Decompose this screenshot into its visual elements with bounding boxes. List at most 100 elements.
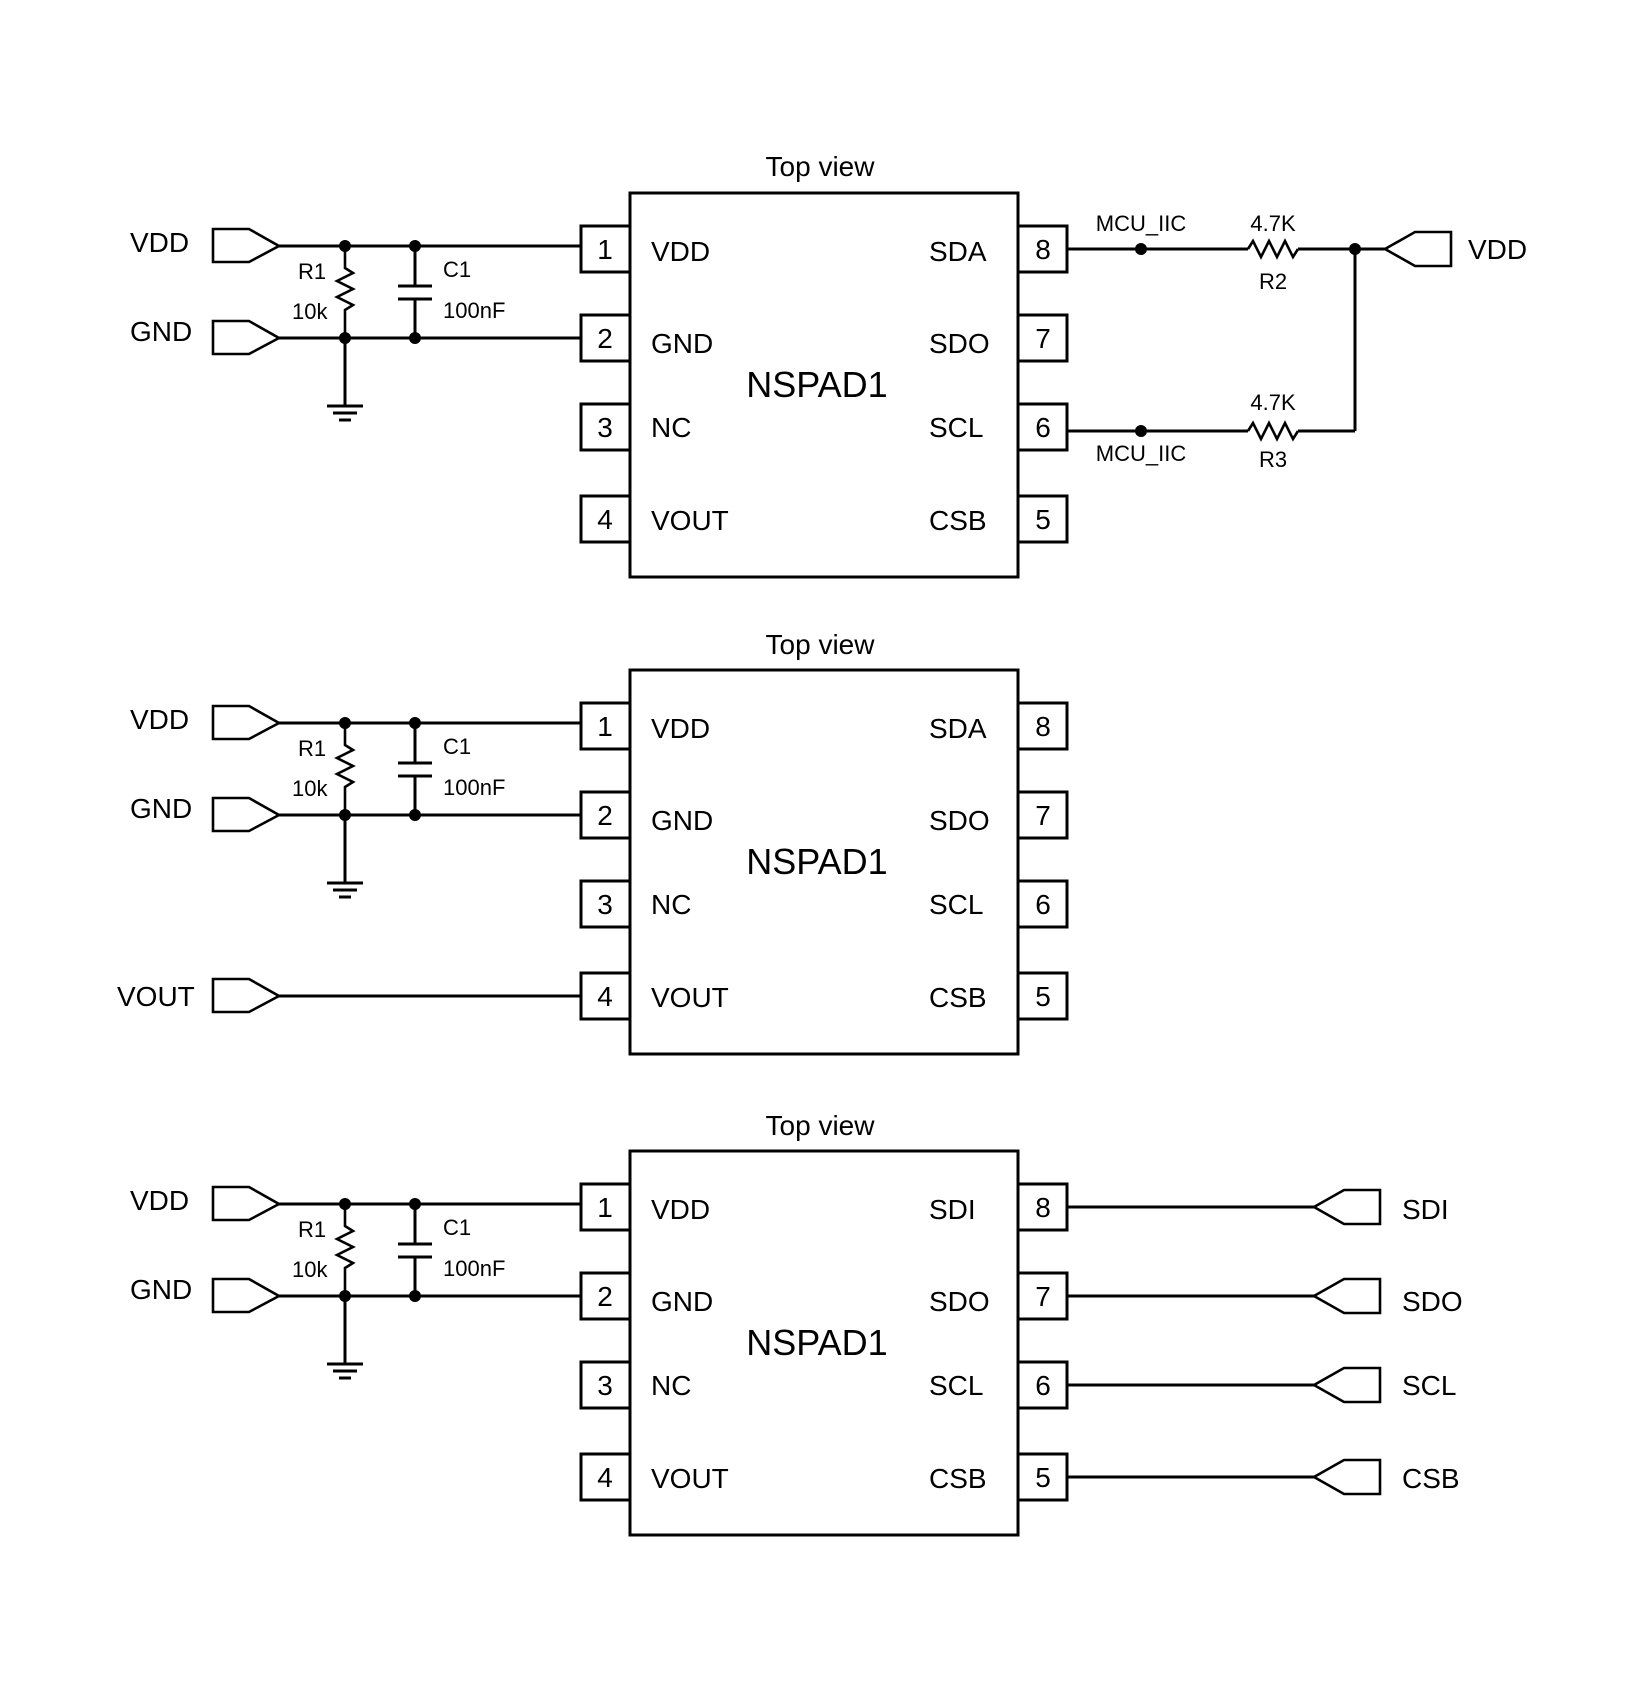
pin-number: 6 [1035,889,1051,920]
pin-number: 5 [1035,1462,1051,1493]
resistor-r3 [1246,420,1300,442]
chip-body [628,191,1020,579]
port-label-vdd: VDD [130,1185,189,1216]
pin-box [1016,1271,1069,1321]
pin-box [579,879,632,929]
pin-name: GND [651,328,713,359]
pin-name: SDO [929,805,990,836]
pin-number: 1 [597,711,613,742]
r1-ref: R1 [298,736,326,761]
pin-box [579,224,632,274]
r2-value: 4.7K [1250,211,1296,236]
c1-ref: C1 [443,1215,471,1240]
pin-name: NC [651,1370,691,1401]
port-sdo [1311,1277,1382,1315]
pin-name: SCL [929,1370,983,1401]
port-sdi [1311,1188,1382,1226]
r1-value: 10k [292,776,328,801]
mcu-label: MCU_IIC [1096,211,1187,236]
pin-number: 2 [597,1281,613,1312]
junction-dot [409,240,421,252]
resistor-r1 [334,1204,356,1296]
pin-name: SDA [929,713,987,744]
pin-name: CSB [929,982,987,1013]
pin-number: 2 [597,323,613,354]
pin-name: GND [651,805,713,836]
pin-box [1016,790,1069,840]
c1-value: 100nF [443,775,505,800]
port-vdd-left [211,1185,282,1222]
r1-ref: R1 [298,1217,326,1242]
pin-name: SDA [929,236,987,267]
junction-dot [339,1290,351,1302]
top-view-label: Top view [766,629,876,660]
c1-value: 100nF [443,1256,505,1281]
pin-number: 7 [1035,1281,1051,1312]
pin-number: 2 [597,800,613,831]
junction-dot [1349,243,1361,255]
top-view-label: Top view [766,151,876,182]
pin-name: GND [651,1286,713,1317]
port-label-csb: CSB [1402,1463,1460,1494]
pin-name: VOUT [651,1463,729,1494]
r3-value: 4.7K [1250,390,1296,415]
pin-box [579,402,632,452]
pin-name: SCL [929,412,983,443]
pin-box [1016,494,1069,544]
pin-number: 4 [597,504,613,535]
circuit-i2c: Top view NSPAD1 1 VDD 2 GND 3 NC 4 VOUT … [130,151,1527,579]
port-vdd-left [211,704,282,741]
c1-ref: C1 [443,257,471,282]
pin-box [579,701,632,751]
port-label-gnd: GND [130,793,192,824]
pin-number: 4 [597,981,613,1012]
port-gnd-left [211,796,282,833]
pin-name: VDD [651,713,710,744]
junction-dot [1135,243,1147,255]
pin-number: 3 [597,889,613,920]
pin-name: SCL [929,889,983,920]
r2-ref: R2 [1259,269,1287,294]
pin-box [579,313,632,363]
top-view-label: Top view [766,1110,876,1141]
junction-dot [409,717,421,729]
pin-name: NC [651,412,691,443]
port-csb [1311,1458,1382,1496]
pin-box [1016,971,1069,1021]
pin-box [579,1360,632,1410]
pin-number: 5 [1035,504,1051,535]
pin-name: VOUT [651,982,729,1013]
pin-number: 6 [1035,412,1051,443]
port-label-gnd: GND [130,1274,192,1305]
pin-name: CSB [929,1463,987,1494]
resistor-r1 [334,246,356,338]
junction-dot [409,1290,421,1302]
port-vdd-left [211,227,282,264]
pin-box [579,494,632,544]
pin-number: 6 [1035,1370,1051,1401]
pin-name: SDO [929,328,990,359]
port-label-scl: SCL [1402,1370,1456,1401]
pin-box [1016,402,1069,452]
port-vdd-right [1382,230,1453,268]
chip-body [628,668,1020,1056]
port-label-vout: VOUT [117,981,195,1012]
mcu-label: MCU_IIC [1096,441,1187,466]
pin-box [1016,313,1069,363]
chip-name: NSPAD1 [746,841,887,882]
junction-dot [339,1198,351,1210]
junction-dot [339,240,351,252]
circuit-spi: Top view NSPAD1 1 VDD 2 GND 3 NC 4 VOUT … [130,1110,1463,1537]
junction-dot [409,809,421,821]
pin-number: 8 [1035,234,1051,265]
junction-dot [409,332,421,344]
pin-name: SDO [929,1286,990,1317]
pin-box [1016,879,1069,929]
pin-name: VDD [651,1194,710,1225]
junction-dot [339,717,351,729]
port-label-vdd: VDD [130,227,189,258]
junction-dot [339,809,351,821]
r1-value: 10k [292,299,328,324]
circuit-analog: Top view NSPAD1 1 VDD 2 GND 3 NC 4 VOUT … [117,629,1069,1056]
